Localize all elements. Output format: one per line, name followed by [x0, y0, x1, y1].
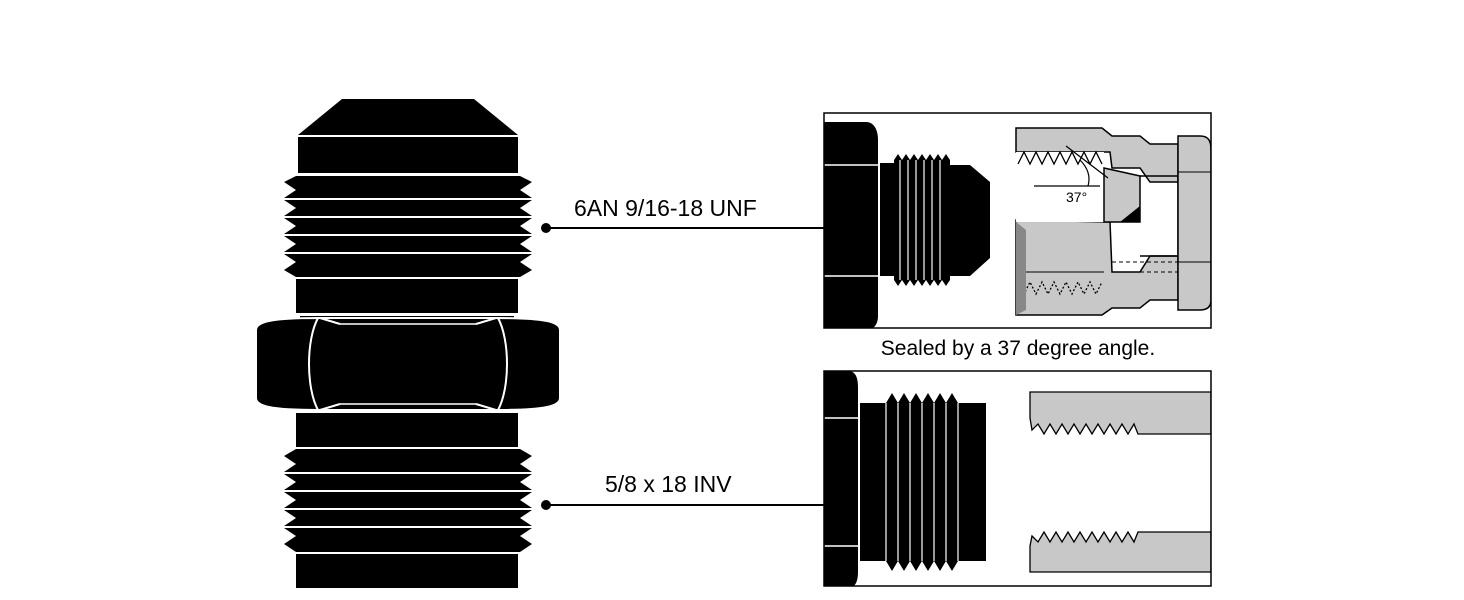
- hex-body: [255, 316, 561, 412]
- male-threads-top: [894, 154, 950, 286]
- seal-caption: Sealed by a 37 degree angle.: [881, 337, 1155, 360]
- top-inset-border: [823, 112, 1212, 329]
- male-hex-bottom: [824, 371, 858, 586]
- callout-top: 6AN 9/16-18 UNF: [541, 195, 824, 233]
- top-thread-label: 6AN 9/16-18 UNF: [574, 195, 757, 221]
- angle-annotation: 37°: [1034, 145, 1109, 205]
- bottom-threads: [284, 449, 532, 552]
- bottom-thread-neck: [296, 413, 518, 447]
- female-swivel-cutaway: [1015, 127, 1211, 316]
- top-inset-panel: 37°: [823, 112, 1212, 329]
- top-threads: [284, 176, 532, 277]
- bottom-thread-label: 5/8 x 18 INV: [605, 471, 732, 497]
- top-thread-neck: [296, 279, 518, 313]
- bottom-inset-panel: [823, 370, 1212, 587]
- male-flare-top: [950, 165, 990, 276]
- bottom-inset-border: [823, 370, 1212, 587]
- angle-label: 37°: [1066, 189, 1087, 205]
- adapter-fitting-illustration: [255, 99, 561, 588]
- top-flare-body: [298, 137, 518, 173]
- top-flare-cone: [298, 99, 518, 135]
- bottom-base: [296, 554, 518, 588]
- callout-bottom: 5/8 x 18 INV: [541, 471, 824, 510]
- male-hex-top: [824, 122, 878, 328]
- female-port-cutaway: [1029, 391, 1211, 573]
